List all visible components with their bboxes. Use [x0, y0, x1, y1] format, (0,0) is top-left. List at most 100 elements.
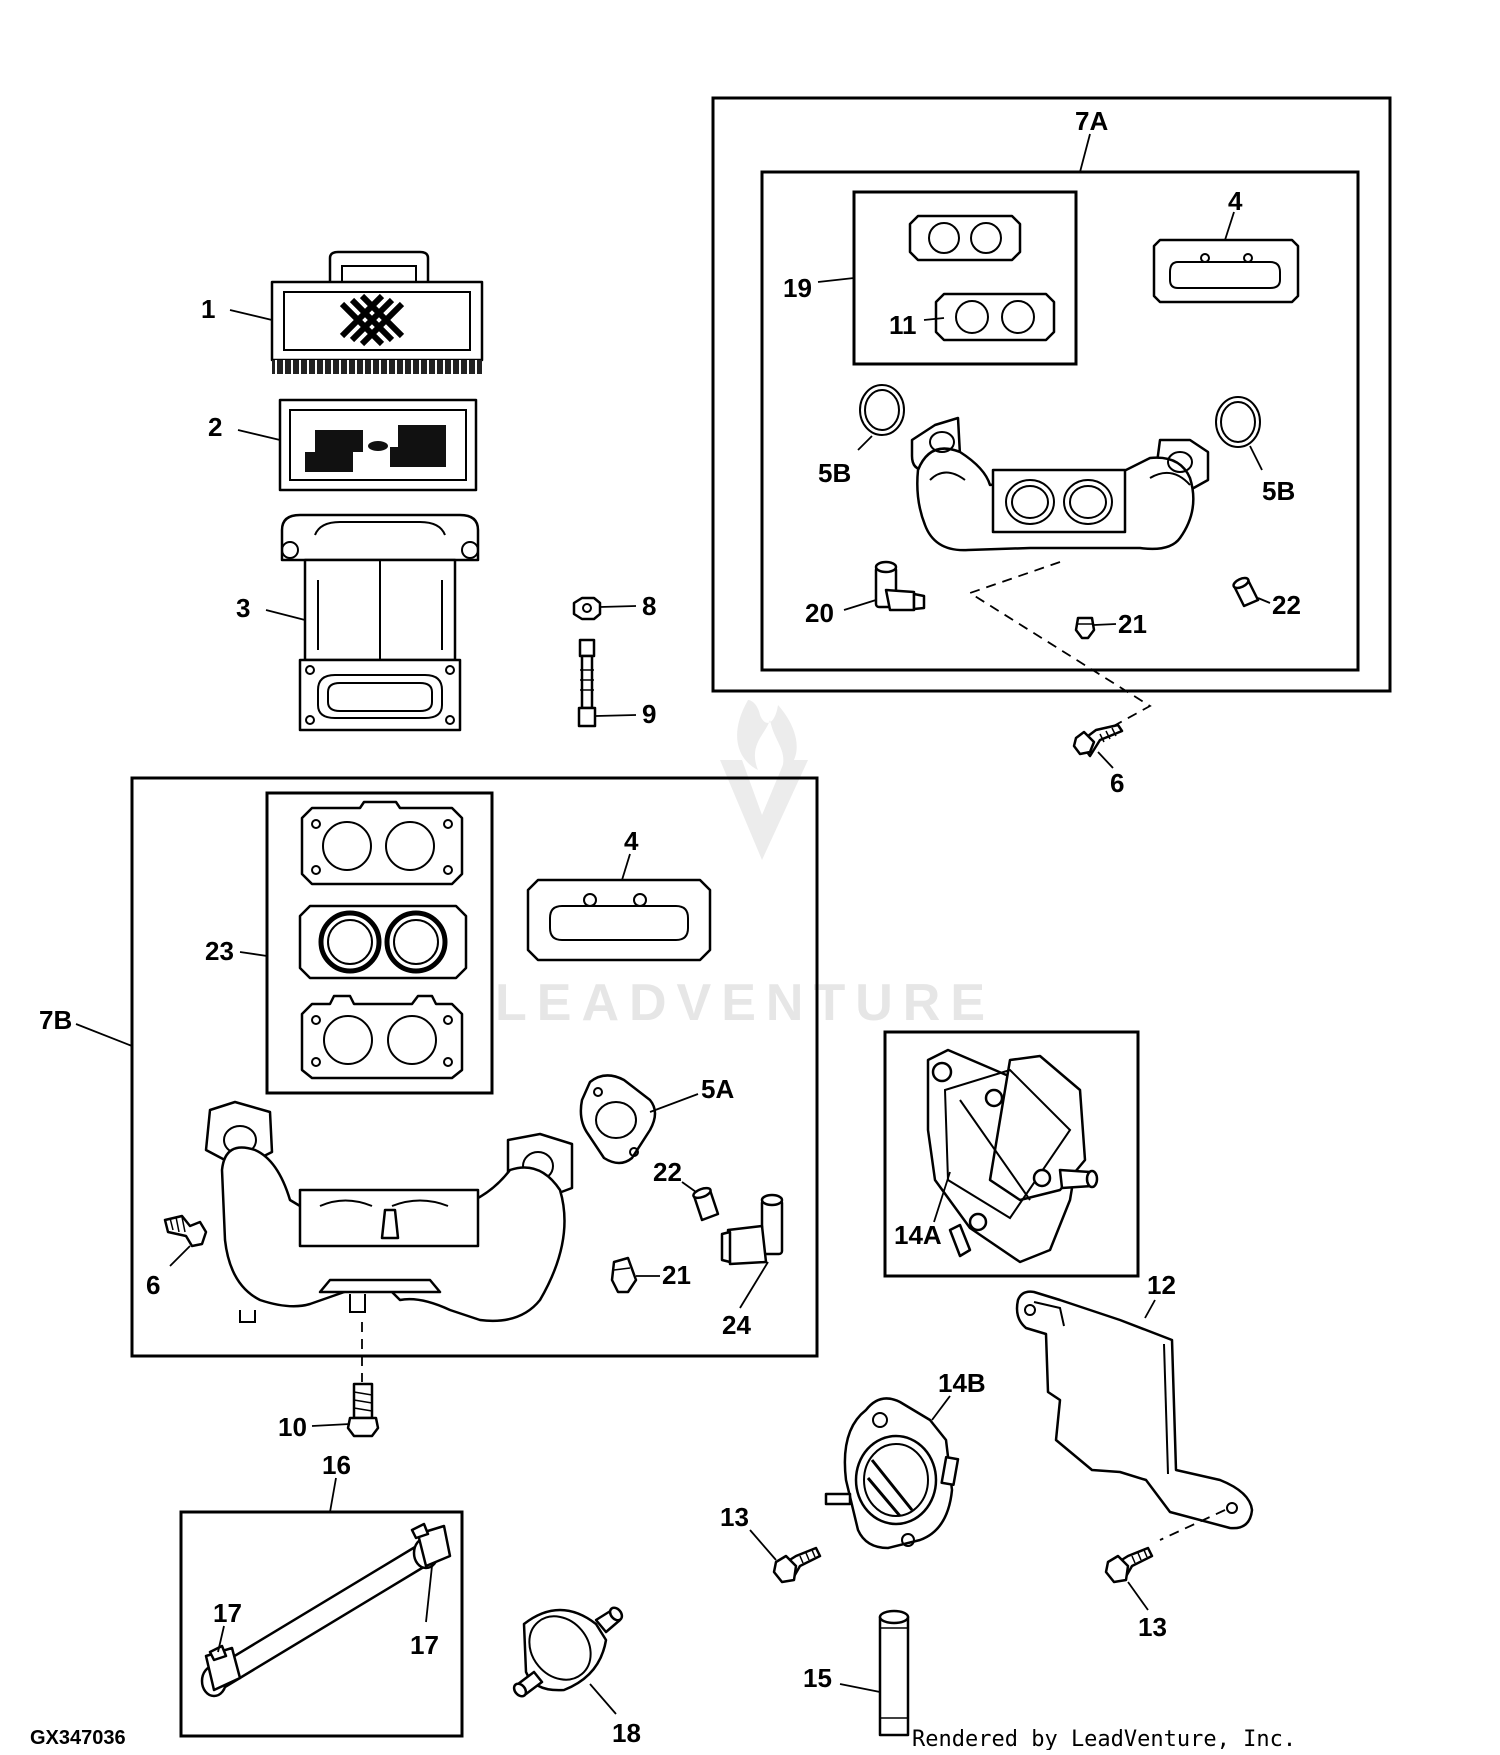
callout-4-top: 4: [1228, 186, 1243, 216]
leader-2: [237, 429, 281, 441]
nut: [572, 596, 602, 621]
watermark: LEADVENTURE: [495, 700, 995, 1032]
leader-4-bottom: [621, 853, 631, 881]
gasket-23-a: [300, 800, 464, 886]
screw-top: [1072, 723, 1124, 758]
assembly-line-13: [1159, 1509, 1226, 1541]
screw-10: [346, 1382, 380, 1438]
fuel-line-sleeve: [878, 1609, 910, 1737]
leader-17-left: [217, 1625, 225, 1653]
fuel-pump-vacuum: [926, 1048, 1099, 1264]
dowel-bottom: [692, 1186, 720, 1222]
fuel-filter: [512, 1606, 624, 1698]
leader-5a: [649, 1093, 699, 1113]
screw-13-right: [1104, 1546, 1154, 1584]
hose-elbow-fitting: [874, 560, 926, 612]
leader-8: [599, 605, 637, 608]
gasket-23-b: [298, 904, 468, 980]
leader-23: [239, 951, 268, 957]
callout-8: 8: [642, 591, 656, 621]
callout-12: 12: [1147, 1270, 1176, 1300]
leader-13-right: [1127, 1581, 1149, 1611]
hose-tee-fitting: [720, 1193, 784, 1266]
callout-17-right: 17: [410, 1630, 439, 1660]
callout-14b: 14B: [938, 1368, 986, 1398]
leader-11: [923, 317, 945, 321]
gasket-kit-23-box: [265, 791, 494, 1095]
callout-14a: 14A: [894, 1220, 942, 1250]
callout-9: 9: [642, 699, 656, 729]
callout-16: 16: [322, 1450, 351, 1480]
screw-13-left: [772, 1546, 822, 1584]
callout-2: 2: [208, 412, 222, 442]
o-ring-left: [859, 384, 905, 436]
leader-10: [311, 1423, 351, 1427]
leader-6-top: [1097, 751, 1114, 769]
intake-manifold-bottom: [204, 1100, 574, 1323]
leader-22-top: [1257, 597, 1271, 604]
leader-21-top: [1093, 623, 1117, 626]
stud: [577, 638, 597, 728]
leader-12: [1144, 1299, 1156, 1319]
kit-7a-outer-box: [711, 96, 1392, 693]
assembly-line-6-top: [967, 561, 1152, 729]
screw-bottom: [163, 1214, 208, 1248]
callout-1: 1: [201, 294, 215, 324]
watermark-text: LEADVENTURE: [495, 974, 995, 1032]
callout-6-top: 6: [1110, 768, 1124, 798]
leader-9: [595, 714, 637, 717]
leader-14a: [933, 1171, 951, 1223]
callout-19: 19: [783, 273, 812, 303]
kit-7b-box: [130, 776, 819, 1358]
manifold-gasket-bottom: [526, 878, 712, 962]
leader-20: [843, 599, 877, 611]
air-filter-element: [270, 250, 484, 374]
rendered-by-credit: Rendered by LeadVenture, Inc.: [912, 1727, 1296, 1750]
fuel-pump-bracket: [1015, 1290, 1254, 1530]
callout-18: 18: [612, 1718, 641, 1748]
fuel-pump-pulse: [824, 1397, 960, 1550]
callout-13-left: 13: [720, 1502, 749, 1532]
leader-15: [839, 1683, 881, 1693]
leader-24: [739, 1261, 769, 1309]
callout-6-bottom: 6: [146, 1270, 160, 1300]
flange-gasket: [579, 1074, 657, 1165]
callout-21-bottom: 21: [662, 1260, 691, 1290]
callout-5a: 5A: [701, 1074, 734, 1104]
callout-4-bottom: 4: [624, 826, 639, 856]
leader-22-bottom: [681, 1181, 697, 1193]
hose-clamp-right: [410, 1522, 452, 1568]
callout-15: 15: [803, 1663, 832, 1693]
leader-5b-left: [857, 435, 873, 451]
filter-grid-pattern: [339, 293, 405, 347]
callout-17-left: 17: [213, 1598, 242, 1628]
callout-5b-left: 5B: [818, 458, 851, 488]
gasket-upper: [908, 214, 1022, 262]
air-cleaner-base: [280, 513, 480, 732]
callout-20: 20: [805, 598, 834, 628]
callout-11: 11: [889, 310, 917, 340]
callout-7a: 7A: [1075, 106, 1108, 136]
leader-6-bottom: [169, 1245, 191, 1267]
intake-manifold-top: [910, 416, 1210, 552]
leader-3: [265, 609, 306, 621]
callout-13-right: 13: [1138, 1612, 1167, 1642]
callout-22-top: 22: [1272, 590, 1301, 620]
o-ring-right: [1215, 396, 1261, 448]
leader-14b: [931, 1395, 951, 1421]
gasket-lower: [934, 292, 1056, 342]
callout-7b: 7B: [39, 1005, 72, 1035]
callout-22-bottom: 22: [653, 1157, 682, 1187]
hose-clamp-left: [204, 1644, 242, 1692]
plug-bottom: [610, 1256, 638, 1294]
leader-18: [589, 1683, 617, 1715]
leader-1: [229, 309, 273, 321]
callout-10: 10: [278, 1412, 307, 1442]
plug-top: [1074, 616, 1096, 640]
gasket-23-c: [300, 994, 464, 1080]
callout-3: 3: [236, 593, 250, 623]
manifold-gasket-top: [1152, 238, 1300, 304]
leader-7a: [1079, 133, 1091, 173]
pre-cleaner: [278, 398, 478, 492]
